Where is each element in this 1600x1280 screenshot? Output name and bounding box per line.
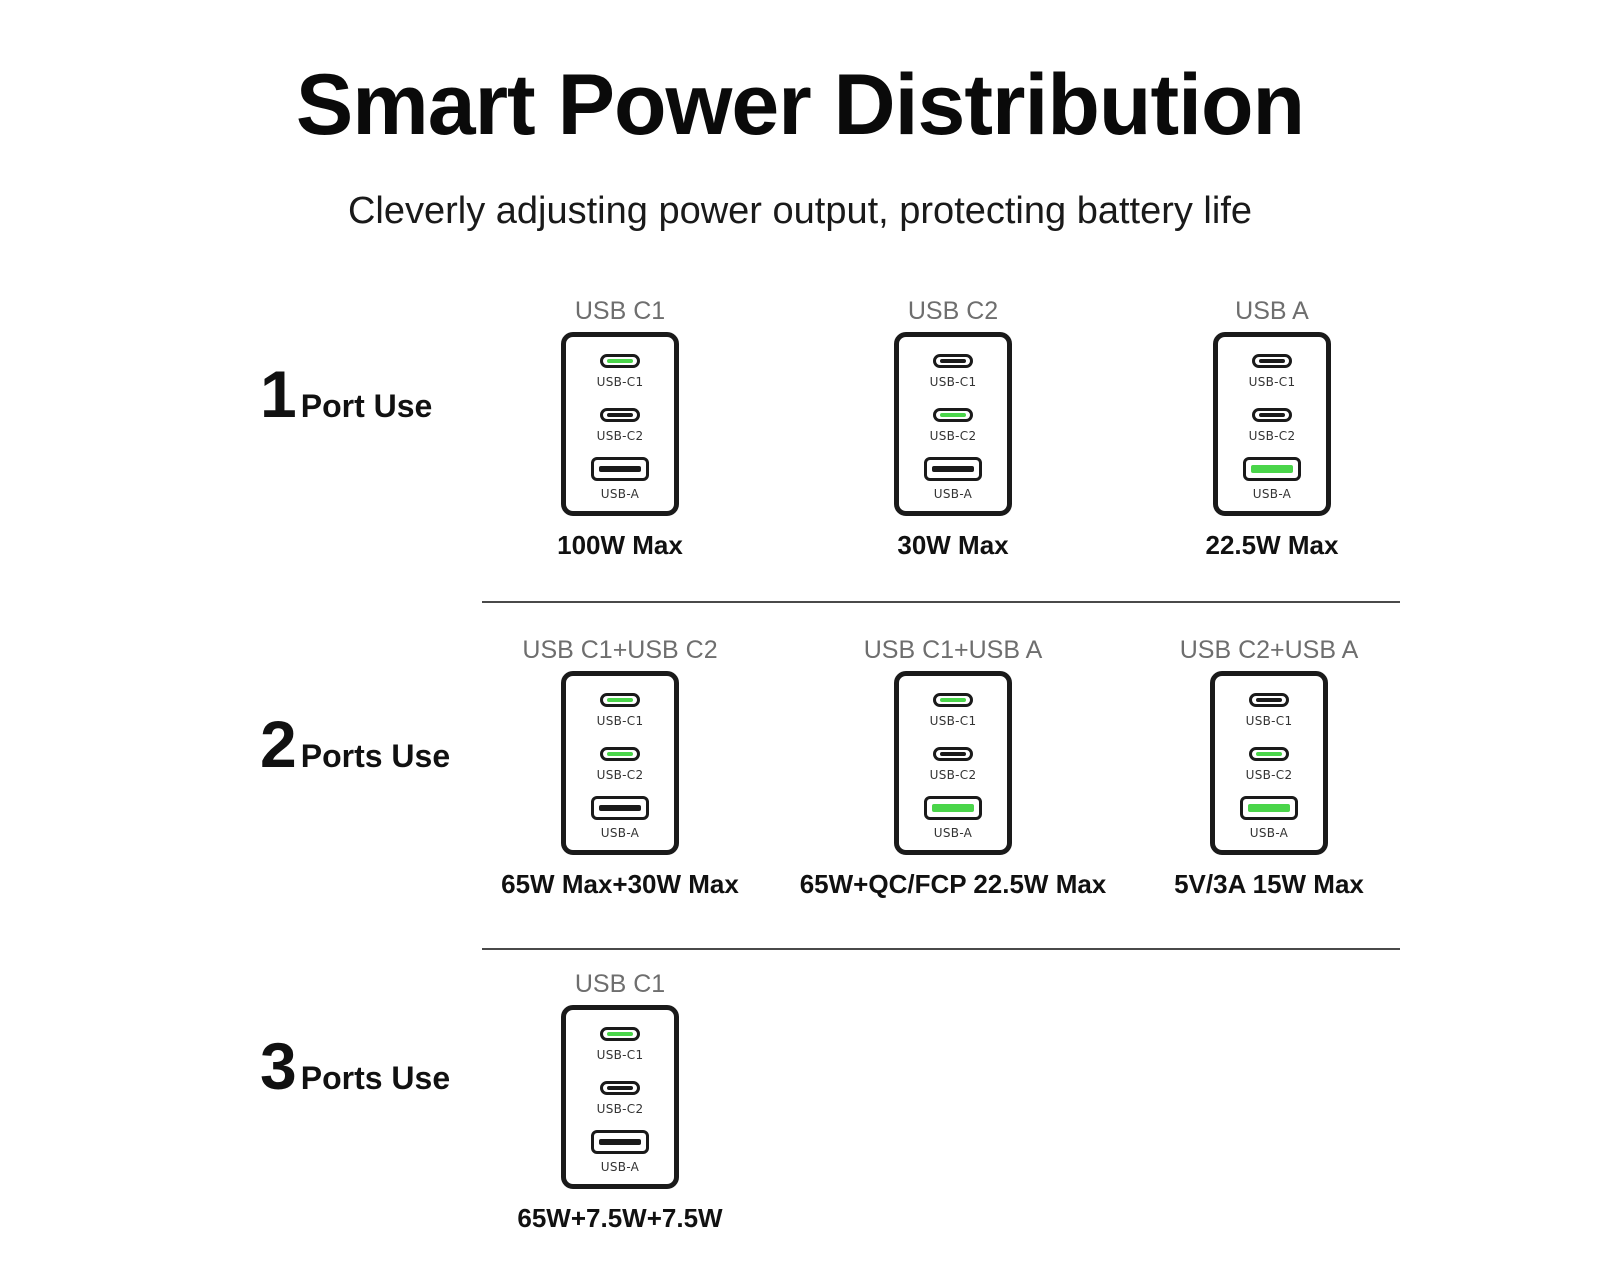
- port-label: USB-C1: [596, 1048, 644, 1062]
- usb-c1-port-icon: [1249, 693, 1289, 707]
- port-label: USB-A: [933, 487, 973, 501]
- row-text: Ports Use: [300, 1060, 451, 1096]
- power-rating: 22.5W Max: [1205, 530, 1339, 560]
- usb-c2-port-icon: [600, 1081, 640, 1095]
- usb-c2-port-icon: [933, 747, 973, 761]
- usb-a-port-icon: [591, 796, 649, 820]
- port-combo-caption: USB C2+USB A: [1179, 636, 1359, 664]
- port-label: USB-A: [600, 826, 640, 840]
- section-divider: [482, 948, 1400, 950]
- port-combo-caption: USB C2: [907, 297, 999, 325]
- usb-c1-port-icon: [933, 354, 973, 368]
- port-label: USB-A: [600, 1160, 640, 1174]
- usb-c1-port-icon: [600, 354, 640, 368]
- power-rating: 30W Max: [897, 530, 1009, 560]
- power-rating: 5V/3A 15W Max: [1174, 869, 1364, 899]
- usb-a-port-icon: [591, 1130, 649, 1154]
- port-combo-caption: USB C1: [574, 297, 666, 325]
- power-rating: 65W Max+30W Max: [501, 869, 739, 899]
- power-rating: 100W Max: [557, 530, 683, 560]
- usb-a-port-icon: [924, 796, 982, 820]
- port-label: USB-C2: [1248, 429, 1296, 443]
- section-divider: [482, 601, 1400, 603]
- port-label: USB-C1: [929, 714, 977, 728]
- power-rating: 65W+7.5W+7.5W: [517, 1203, 723, 1233]
- usb-c2-port-icon: [933, 408, 973, 422]
- port-label: USB-A: [600, 487, 640, 501]
- port-label: USB-A: [1249, 826, 1289, 840]
- port-label: USB-C2: [596, 1102, 644, 1116]
- usb-a-port-icon: [924, 457, 982, 481]
- usb-c1-port-icon: [933, 693, 973, 707]
- row-number: 2: [260, 707, 297, 781]
- port-label: USB-C2: [1245, 768, 1293, 782]
- port-label: USB-C1: [1245, 714, 1293, 728]
- row-number: 3: [260, 1029, 297, 1103]
- port-label: USB-C1: [929, 375, 977, 389]
- row-number: 1: [260, 357, 297, 431]
- port-label: USB-C2: [596, 768, 644, 782]
- port-label: USB-C1: [1248, 375, 1296, 389]
- page-title: Smart Power Distribution: [295, 57, 1305, 153]
- port-combo-caption: USB C1: [574, 970, 666, 998]
- usb-c1-port-icon: [1252, 354, 1292, 368]
- usb-c2-port-icon: [1249, 747, 1289, 761]
- usb-c2-port-icon: [600, 747, 640, 761]
- port-label: USB-C2: [929, 768, 977, 782]
- port-combo-caption: USB A: [1235, 297, 1309, 325]
- usb-a-port-icon: [1240, 796, 1298, 820]
- usb-c2-port-icon: [1252, 408, 1292, 422]
- usb-a-port-icon: [1243, 457, 1301, 481]
- port-label: USB-C2: [929, 429, 977, 443]
- row-text: Port Use: [300, 388, 433, 424]
- usb-c1-port-icon: [600, 1027, 640, 1041]
- power-rating: 65W+QC/FCP 22.5W Max: [799, 869, 1107, 899]
- usb-c1-port-icon: [600, 693, 640, 707]
- port-label: USB-A: [1252, 487, 1292, 501]
- port-label: USB-C1: [596, 714, 644, 728]
- port-combo-caption: USB C1+USB C2: [522, 636, 718, 664]
- page-subtitle: Cleverly adjusting power output, protect…: [347, 190, 1253, 232]
- port-combo-caption: USB C1+USB A: [863, 636, 1043, 664]
- port-label: USB-C1: [596, 375, 644, 389]
- usb-a-port-icon: [591, 457, 649, 481]
- port-label: USB-A: [933, 826, 973, 840]
- usb-c2-port-icon: [600, 408, 640, 422]
- row-text: Ports Use: [300, 738, 451, 774]
- port-label: USB-C2: [596, 429, 644, 443]
